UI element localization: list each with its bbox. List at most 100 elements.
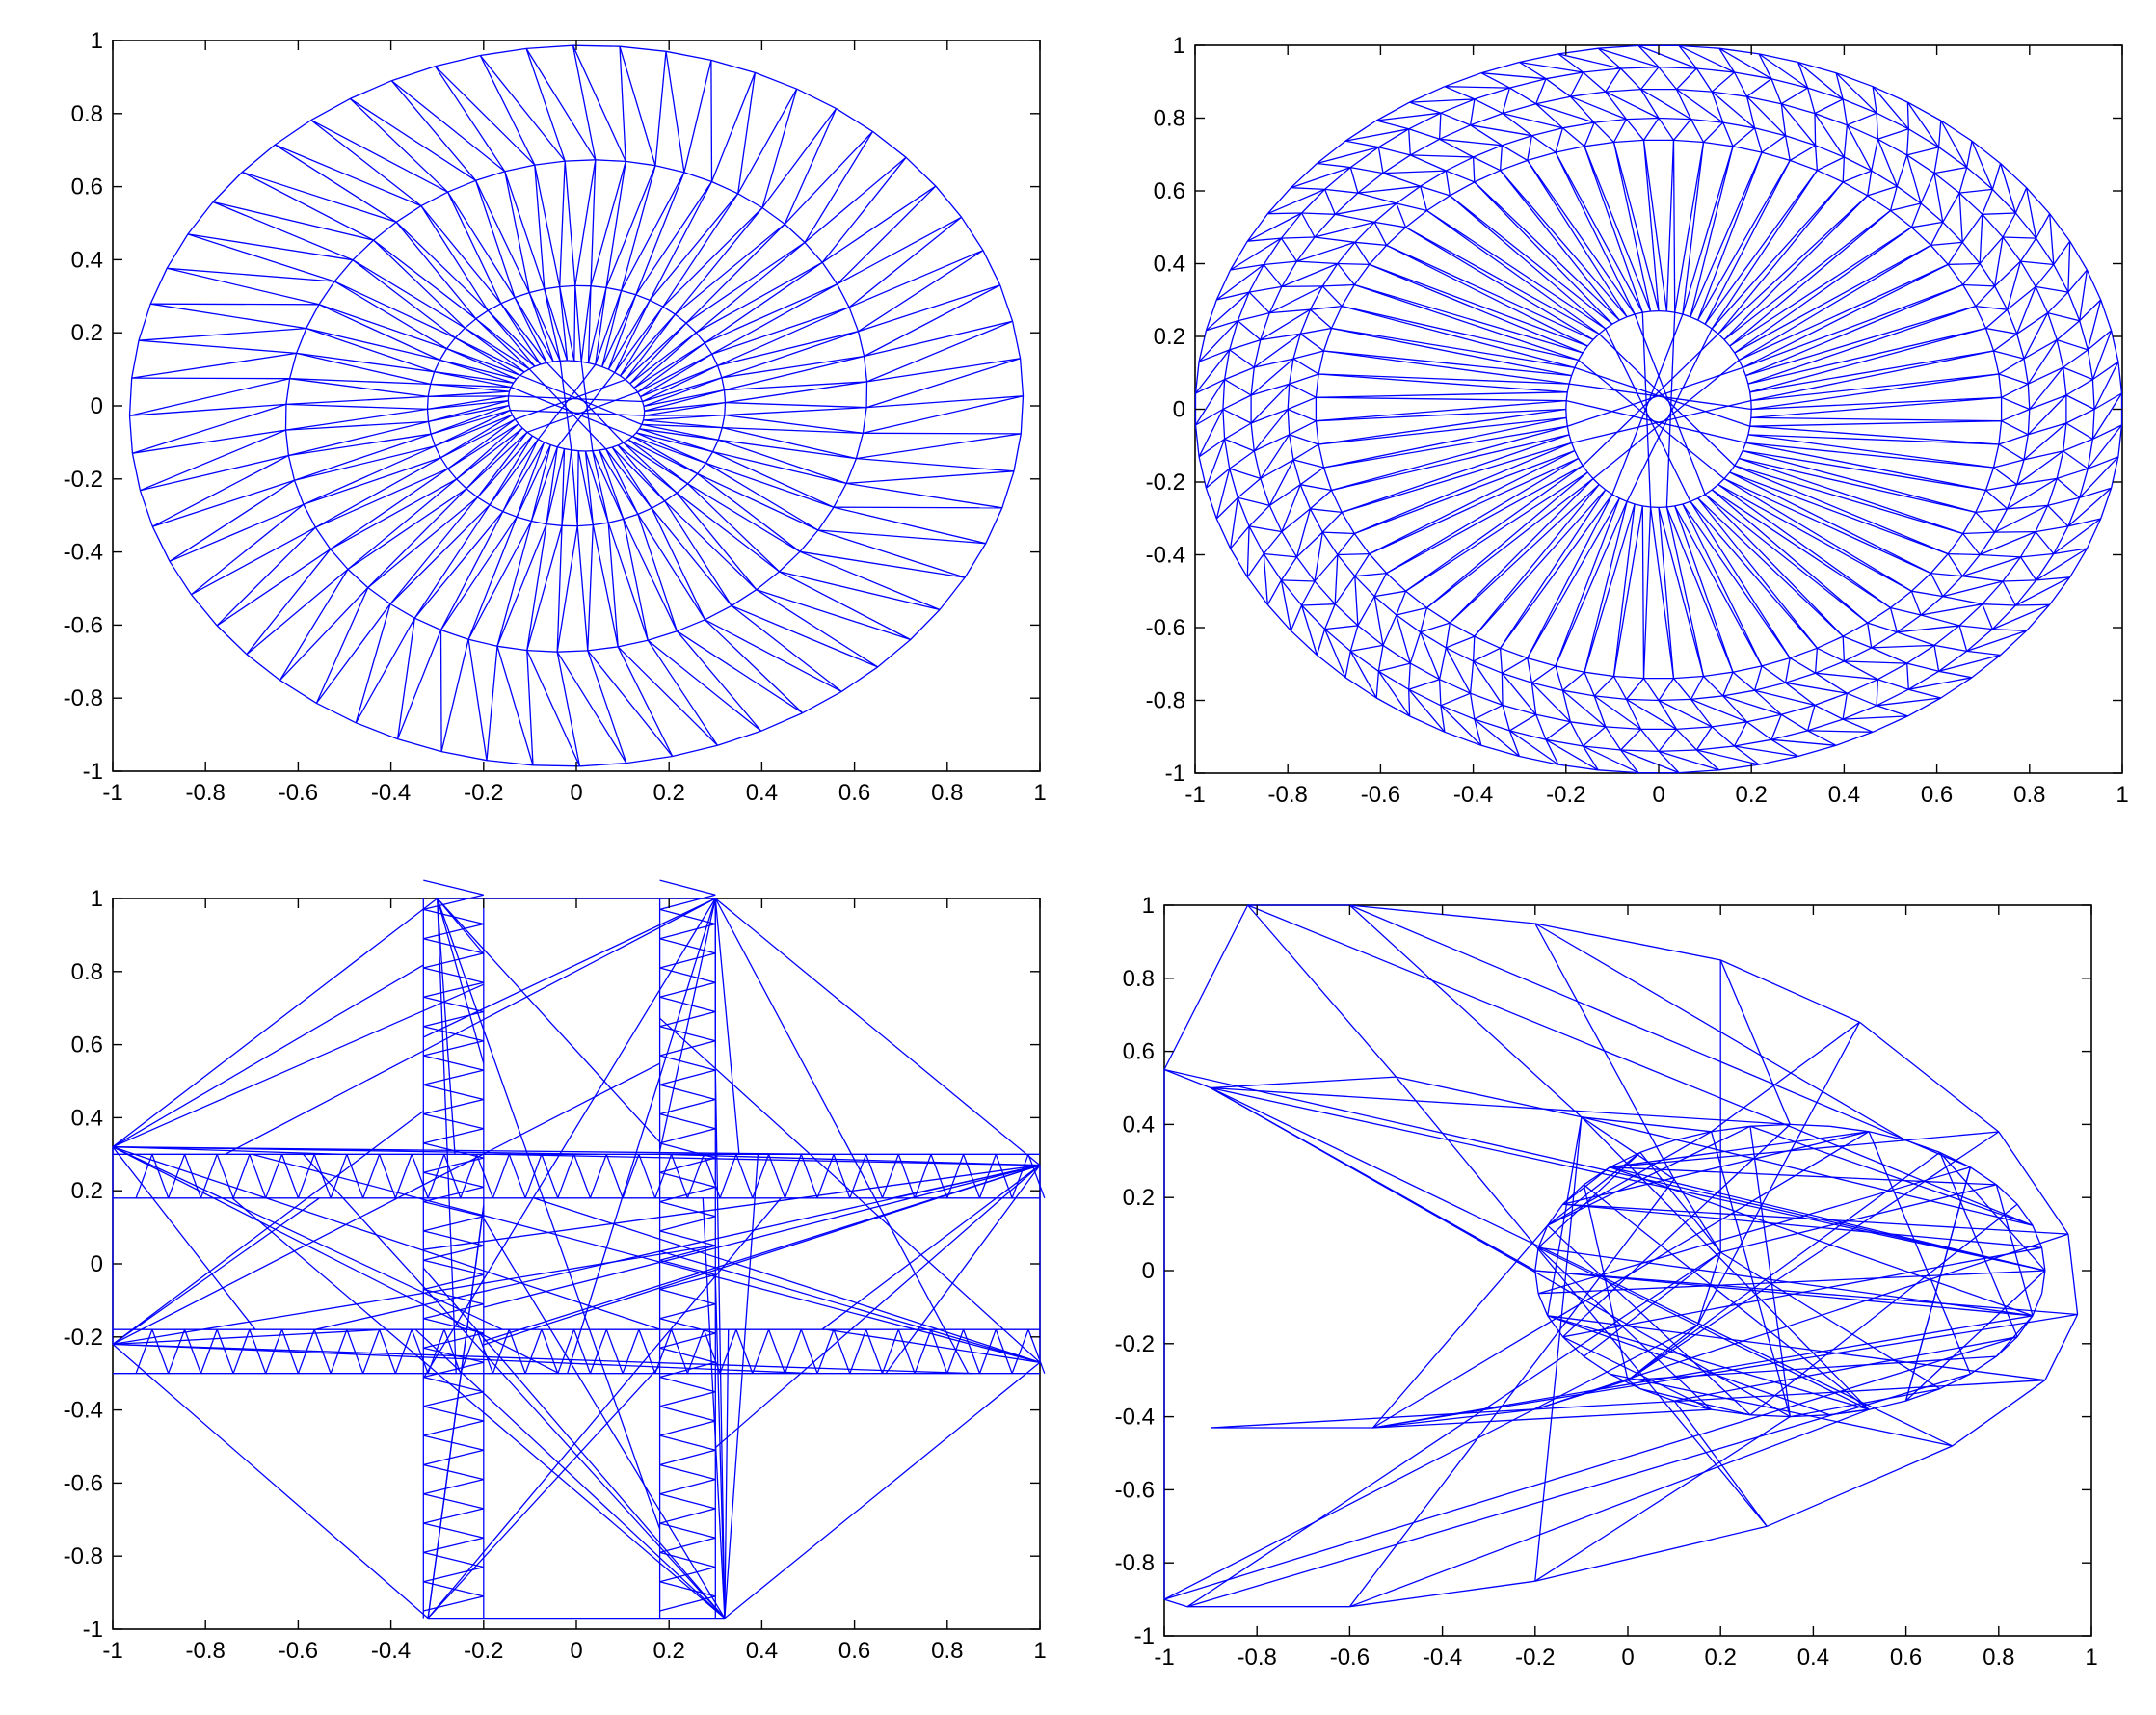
y-tick-label: 0.8 xyxy=(1123,966,1155,992)
mesh-edge xyxy=(1842,705,1877,720)
x-tick-label: 0.4 xyxy=(1797,1645,1829,1671)
x-tick-label: -0.4 xyxy=(371,1638,411,1664)
mesh-edge xyxy=(1605,323,1613,330)
x-tick-label: 0.6 xyxy=(1921,782,1953,808)
mesh-edge xyxy=(1502,704,1536,715)
mesh-edge xyxy=(1718,47,1736,73)
mesh-edge xyxy=(1896,154,1908,187)
mesh-edge xyxy=(428,400,509,423)
mesh-edge xyxy=(1534,1233,2069,1410)
mesh-edge xyxy=(1867,623,1873,648)
mesh-edge xyxy=(1215,518,1232,549)
mesh-edge xyxy=(1790,1387,1940,1418)
mesh-edge xyxy=(2019,260,2036,287)
mesh-edge xyxy=(423,1010,484,1028)
x-tick-label: 0 xyxy=(1621,1645,1634,1671)
mesh-edge xyxy=(1473,145,1503,158)
mesh-edge xyxy=(717,307,850,366)
mesh-edge xyxy=(1555,665,1564,691)
mesh-edge xyxy=(1534,1270,2034,1317)
mesh-edge xyxy=(1658,507,1705,677)
mesh-edge xyxy=(1844,647,1872,662)
mesh-edge xyxy=(724,1361,1041,1620)
mesh-edge xyxy=(1440,705,1476,720)
mesh-edge xyxy=(167,267,320,306)
mesh-edge xyxy=(1260,312,1270,340)
mesh-edge xyxy=(705,451,714,464)
mesh-edge xyxy=(439,359,517,380)
mesh-edge xyxy=(389,504,491,604)
mesh-edge xyxy=(1562,1203,2068,1235)
mesh-edge xyxy=(670,1328,689,1374)
mesh-edge xyxy=(131,377,290,380)
axes-frame xyxy=(1163,904,2092,1637)
mesh-edge xyxy=(373,239,466,329)
mesh-edge xyxy=(1896,614,1922,633)
mesh-edge xyxy=(2007,504,2048,510)
mesh-edge xyxy=(1784,657,1791,683)
mesh-edge xyxy=(1194,362,1200,394)
mesh-edge xyxy=(1979,530,2036,556)
mesh-edge xyxy=(1750,373,1999,402)
mesh-edge xyxy=(1369,244,1388,265)
mesh-edge xyxy=(637,507,652,515)
y-tick-label: -0.8 xyxy=(1146,688,1185,714)
mesh-edge xyxy=(423,1040,484,1057)
mesh-edge xyxy=(439,630,442,752)
mesh-edge xyxy=(1962,531,1995,535)
mesh-edge xyxy=(349,97,449,193)
mesh-edge xyxy=(1324,167,1351,190)
mesh-edge xyxy=(1665,140,1675,312)
mesh-edge xyxy=(1337,552,1370,556)
mesh-edge xyxy=(333,281,456,339)
mesh-edge xyxy=(1785,672,1816,683)
mesh-edge xyxy=(1537,1246,1713,1410)
mesh-edge xyxy=(1754,689,1816,707)
mesh-edge xyxy=(1690,118,1723,123)
mesh-edge xyxy=(1717,484,1891,609)
mesh-edge xyxy=(1369,263,1584,354)
mesh-edge xyxy=(1592,333,1600,340)
mesh-edge xyxy=(1597,47,1622,69)
mesh-edge xyxy=(508,387,512,392)
mesh-edge xyxy=(1562,121,1595,129)
mesh-edge xyxy=(651,507,705,621)
mesh-edge xyxy=(711,307,850,355)
mesh-edge xyxy=(1971,140,1993,190)
mesh-edge xyxy=(367,488,467,589)
mesh-edge xyxy=(2015,576,2070,606)
mesh-edge xyxy=(1672,119,1692,141)
mesh-edge xyxy=(1658,678,1675,701)
mesh-edge xyxy=(2063,367,2067,396)
mesh-edge xyxy=(1842,693,1849,720)
mesh-edge xyxy=(232,1154,251,1199)
mesh-edge xyxy=(639,428,719,441)
mesh-edge xyxy=(1386,227,1407,246)
mesh-edge xyxy=(1815,672,1848,694)
mesh-edge xyxy=(183,1328,202,1374)
mesh-edge xyxy=(112,1343,973,1375)
mesh-edge xyxy=(1263,264,1283,287)
mesh-edge xyxy=(1583,71,1607,93)
mesh-edge xyxy=(1761,151,1791,162)
mesh-edge xyxy=(1582,333,1719,467)
mesh-edge xyxy=(1993,459,2025,469)
mesh-edge xyxy=(1264,552,1297,558)
mesh-edge xyxy=(1770,78,1808,89)
mesh-edge xyxy=(1920,596,1944,616)
mesh-edge xyxy=(2079,456,2119,498)
mesh-edge xyxy=(1979,263,1996,287)
mesh-edge xyxy=(1658,700,1678,730)
mesh-edge xyxy=(1674,505,1763,667)
y-tick-label: 0.6 xyxy=(1123,1039,1155,1065)
mesh-edge xyxy=(1571,399,1751,444)
mesh-edge xyxy=(112,1146,660,1330)
mesh-edge xyxy=(2019,237,2037,262)
mesh-edge xyxy=(1975,305,2008,310)
mesh-edge xyxy=(1690,500,1791,658)
mesh-edge xyxy=(1438,113,1442,140)
mesh-edge xyxy=(151,525,171,562)
mesh-edge xyxy=(1349,1580,1535,1608)
mesh-edge xyxy=(1682,503,1763,667)
mesh-lines xyxy=(1163,904,2079,1608)
